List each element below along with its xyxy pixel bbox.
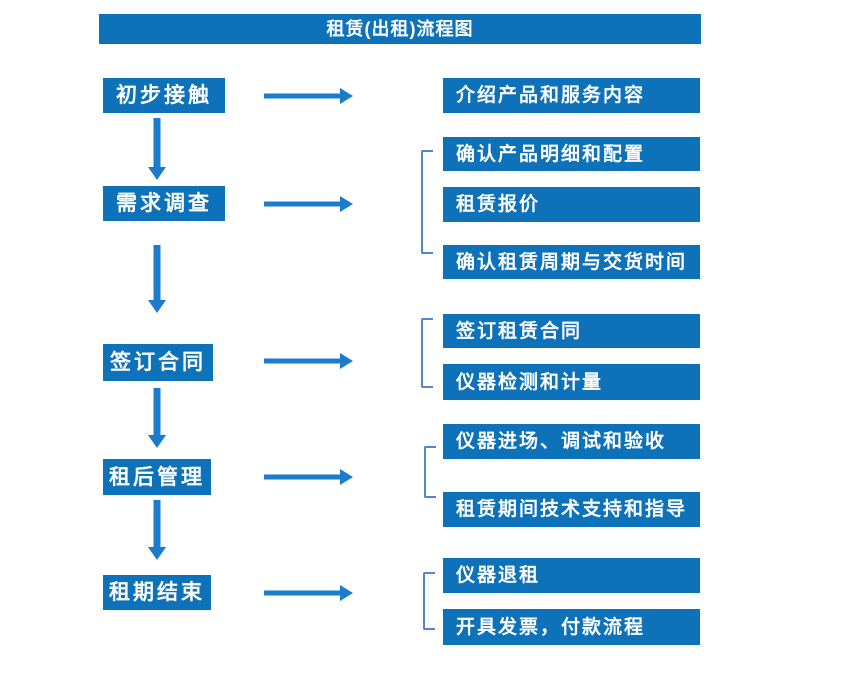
step-box-demand-survey: 需求调查 <box>103 186 225 221</box>
arrow-head <box>340 585 353 601</box>
arrow-shaft <box>153 388 161 436</box>
step-box-sign-contract: 签订合同 <box>103 344 213 381</box>
output-box: 签订租赁合同 <box>443 314 700 348</box>
step-box-initial-contact: 初步接触 <box>103 78 225 113</box>
right-arrow <box>264 87 353 105</box>
arrow-head <box>148 300 166 313</box>
right-arrow <box>264 352 353 370</box>
output-box: 仪器退租 <box>443 558 700 593</box>
arrow-head <box>340 469 353 485</box>
arrow-head <box>340 353 353 369</box>
output-box: 确认租赁周期与交货时间 <box>443 245 700 279</box>
chart-title: 租赁(出租)流程图 <box>99 14 701 44</box>
arrow-head <box>148 547 166 560</box>
arrow-head <box>340 196 353 212</box>
right-arrow <box>264 468 353 486</box>
arrow-shaft <box>153 245 161 301</box>
arrow-head <box>148 435 166 448</box>
arrow-head <box>148 167 166 180</box>
down-arrow <box>148 245 166 313</box>
right-arrow <box>264 584 353 602</box>
step-box-post-rental-management: 租后管理 <box>103 459 211 495</box>
arrow-head <box>340 88 353 104</box>
arrow-shaft <box>264 358 342 364</box>
output-box: 开具发票，付款流程 <box>443 609 700 645</box>
output-box: 租赁期间技术支持和指导 <box>443 492 700 527</box>
output-box: 介绍产品和服务内容 <box>443 78 700 113</box>
arrow-shaft <box>264 590 342 596</box>
group-bracket <box>421 150 433 254</box>
down-arrow <box>148 500 166 560</box>
output-box: 租赁报价 <box>443 187 700 222</box>
output-box: 确认产品明细和配置 <box>443 137 700 171</box>
right-arrow <box>264 195 353 213</box>
down-arrow <box>148 118 166 180</box>
down-arrow <box>148 388 166 448</box>
arrow-shaft <box>153 500 161 548</box>
arrow-shaft <box>264 93 342 99</box>
group-bracket <box>421 318 433 388</box>
arrow-shaft <box>153 118 161 168</box>
output-box: 仪器进场、调试和验收 <box>443 424 700 459</box>
output-box: 仪器检测和计量 <box>443 364 700 400</box>
step-box-rental-end: 租期结束 <box>103 575 211 610</box>
arrow-shaft <box>264 201 342 207</box>
group-bracket <box>424 446 436 498</box>
group-bracket <box>423 572 435 630</box>
arrow-shaft <box>264 474 342 480</box>
